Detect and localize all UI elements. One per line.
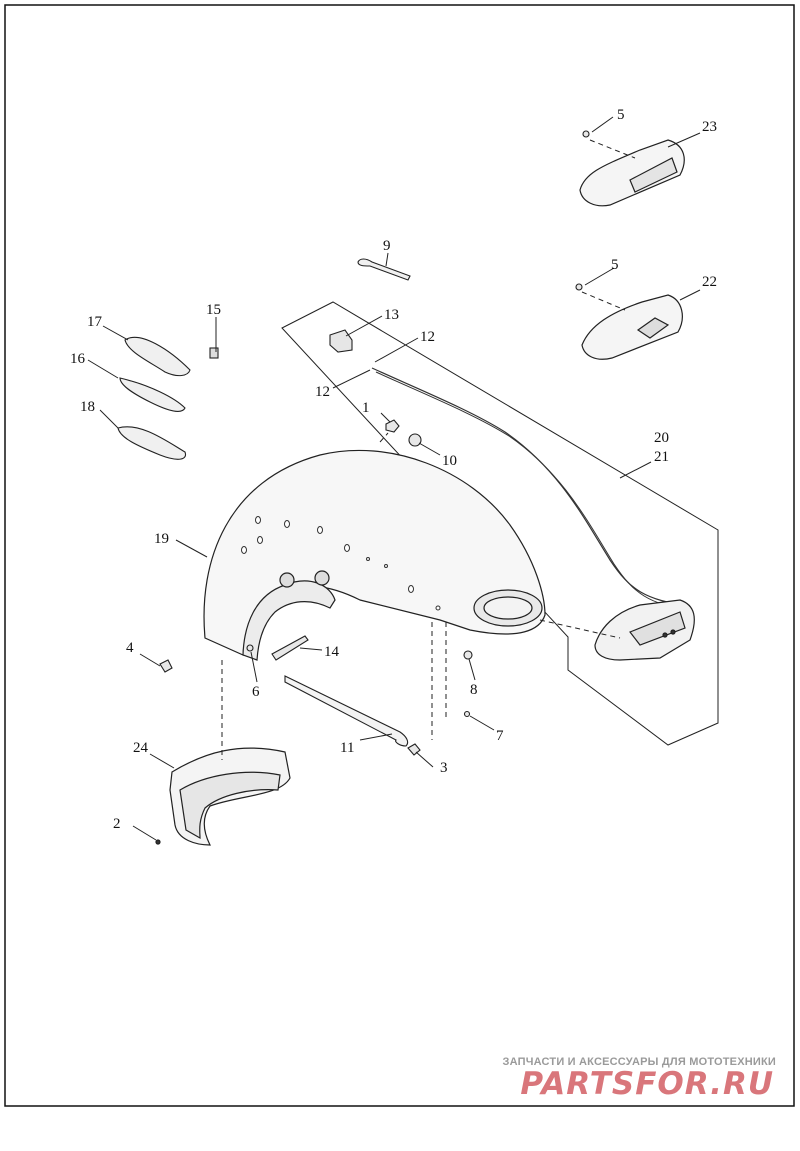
callout-2: 2 xyxy=(113,816,121,832)
callout-24: 24 xyxy=(133,740,149,756)
callout-9: 9 xyxy=(383,238,391,254)
hardware xyxy=(159,130,590,756)
nut-8 xyxy=(463,650,473,660)
nut-10 xyxy=(408,433,422,447)
clip-15 xyxy=(209,347,219,359)
watermark-logo: PARTSFOR.RU xyxy=(520,1066,774,1102)
fender-holes xyxy=(241,516,441,611)
leader-lines xyxy=(87,116,701,841)
fender-tip-22 xyxy=(581,294,683,360)
pin-9 xyxy=(357,258,411,281)
callout-5-top: 5 xyxy=(617,107,625,123)
bracket-24 xyxy=(155,747,291,846)
screw-5a xyxy=(582,130,590,138)
fender-tip-23 xyxy=(579,139,685,207)
callout-7: 7 xyxy=(496,728,504,744)
callout-4: 4 xyxy=(126,640,134,656)
tail-lamp xyxy=(594,599,695,661)
callout-20: 20 xyxy=(654,430,669,446)
callout-18: 18 xyxy=(80,399,95,415)
diagram-frame xyxy=(4,4,795,1107)
screw-7 xyxy=(463,710,471,718)
callout-15: 15 xyxy=(206,302,221,318)
callout-21: 21 xyxy=(654,449,669,465)
callout-12-upper: 12 xyxy=(420,329,435,345)
callout-10: 10 xyxy=(442,453,457,469)
nut-1 xyxy=(385,419,400,433)
screw-5b xyxy=(575,283,583,291)
bolt-14 xyxy=(271,635,309,661)
screw-4 xyxy=(159,659,173,673)
callout-1: 1 xyxy=(362,400,370,416)
strip-11 xyxy=(284,675,409,747)
emblem-17 xyxy=(124,336,191,377)
washer-6 xyxy=(246,644,254,652)
callout-labels: 1 2 3 4 5 5 6 7 8 9 10 11 12 12 13 14 15… xyxy=(70,107,717,832)
emblem-16 xyxy=(119,377,186,412)
emblem-18 xyxy=(117,426,187,460)
rear-fender xyxy=(203,449,546,661)
callout-16: 16 xyxy=(70,351,86,367)
assembly-lines xyxy=(221,139,636,760)
callout-13: 13 xyxy=(384,307,399,323)
emblems xyxy=(117,336,219,460)
callout-5-middle: 5 xyxy=(611,257,619,273)
connector-13 xyxy=(329,329,353,353)
callout-6: 6 xyxy=(252,684,260,700)
assembly-panel xyxy=(281,301,719,746)
callout-3: 3 xyxy=(440,760,448,776)
callout-14: 14 xyxy=(324,644,340,660)
callout-17: 17 xyxy=(87,314,103,330)
callout-22: 22 xyxy=(702,274,717,290)
callout-11: 11 xyxy=(340,740,354,756)
wire-harness-outline xyxy=(375,371,691,611)
watermark-tagline: ЗАПЧАСТИ И АКСЕССУАРЫ ДЛЯ МОТОТЕХНИКИ xyxy=(502,1056,776,1068)
callout-8: 8 xyxy=(470,682,478,698)
callout-19: 19 xyxy=(154,531,169,547)
callout-12-lower: 12 xyxy=(315,384,330,400)
screw-2 xyxy=(155,839,161,845)
callout-23: 23 xyxy=(702,119,717,135)
